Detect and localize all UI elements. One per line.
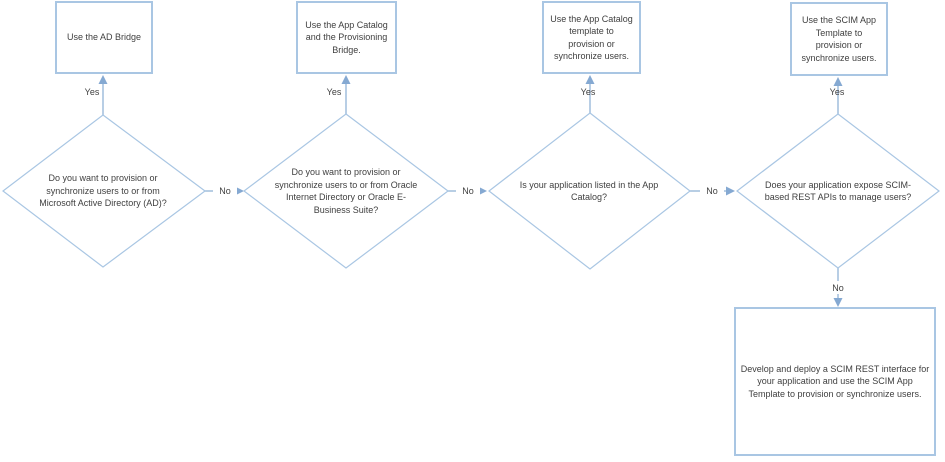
edge-yes-4-label: Yes (829, 87, 845, 97)
result-2-label: Use the App Catalog and the Provisioning… (305, 19, 388, 55)
decision-diamond-1 (2, 114, 207, 268)
result-box-2 (296, 1, 397, 74)
edge-no-4-label: No (826, 281, 850, 294)
decision-2-label: Do you want to provision or synchronize … (274, 167, 418, 215)
edge-yes-4 (833, 77, 843, 114)
edge-yes-3 (585, 75, 595, 113)
result-box-1 (55, 1, 153, 74)
result-4-label: Use the SCIM App Template to provision o… (801, 15, 877, 63)
result-box-3 (542, 1, 641, 74)
decision-diamond-4 (736, 113, 940, 269)
decision-1-label: Do you want to provision or synchronize … (39, 173, 167, 209)
decision-3-label: Is your application listed in the App Ca… (519, 179, 659, 203)
result-box-4 (790, 2, 888, 76)
decision-4-label: Does your application expose SCIM- based… (764, 179, 912, 203)
edge-yes-2-label: Yes (326, 87, 342, 97)
result-5-label: Develop and deploy a SCIM REST interface… (740, 363, 930, 399)
decision-diamond-2 (243, 113, 449, 269)
edge-yes-3-label: Yes (580, 87, 596, 97)
edge-yes-1-label: Yes (84, 87, 100, 97)
result-3-label: Use the App Catalog template to provisio… (550, 13, 633, 62)
decision-diamond-3 (488, 112, 691, 270)
result-box-5 (734, 307, 936, 456)
edge-yes-1 (98, 75, 108, 115)
edge-no-3-label: No (700, 184, 724, 197)
edge-no-1-label: No (213, 184, 237, 197)
edge-yes-2 (341, 75, 351, 114)
result-1-label: Use the AD Bridge (66, 32, 142, 43)
edge-no-2-label: No (456, 184, 480, 197)
